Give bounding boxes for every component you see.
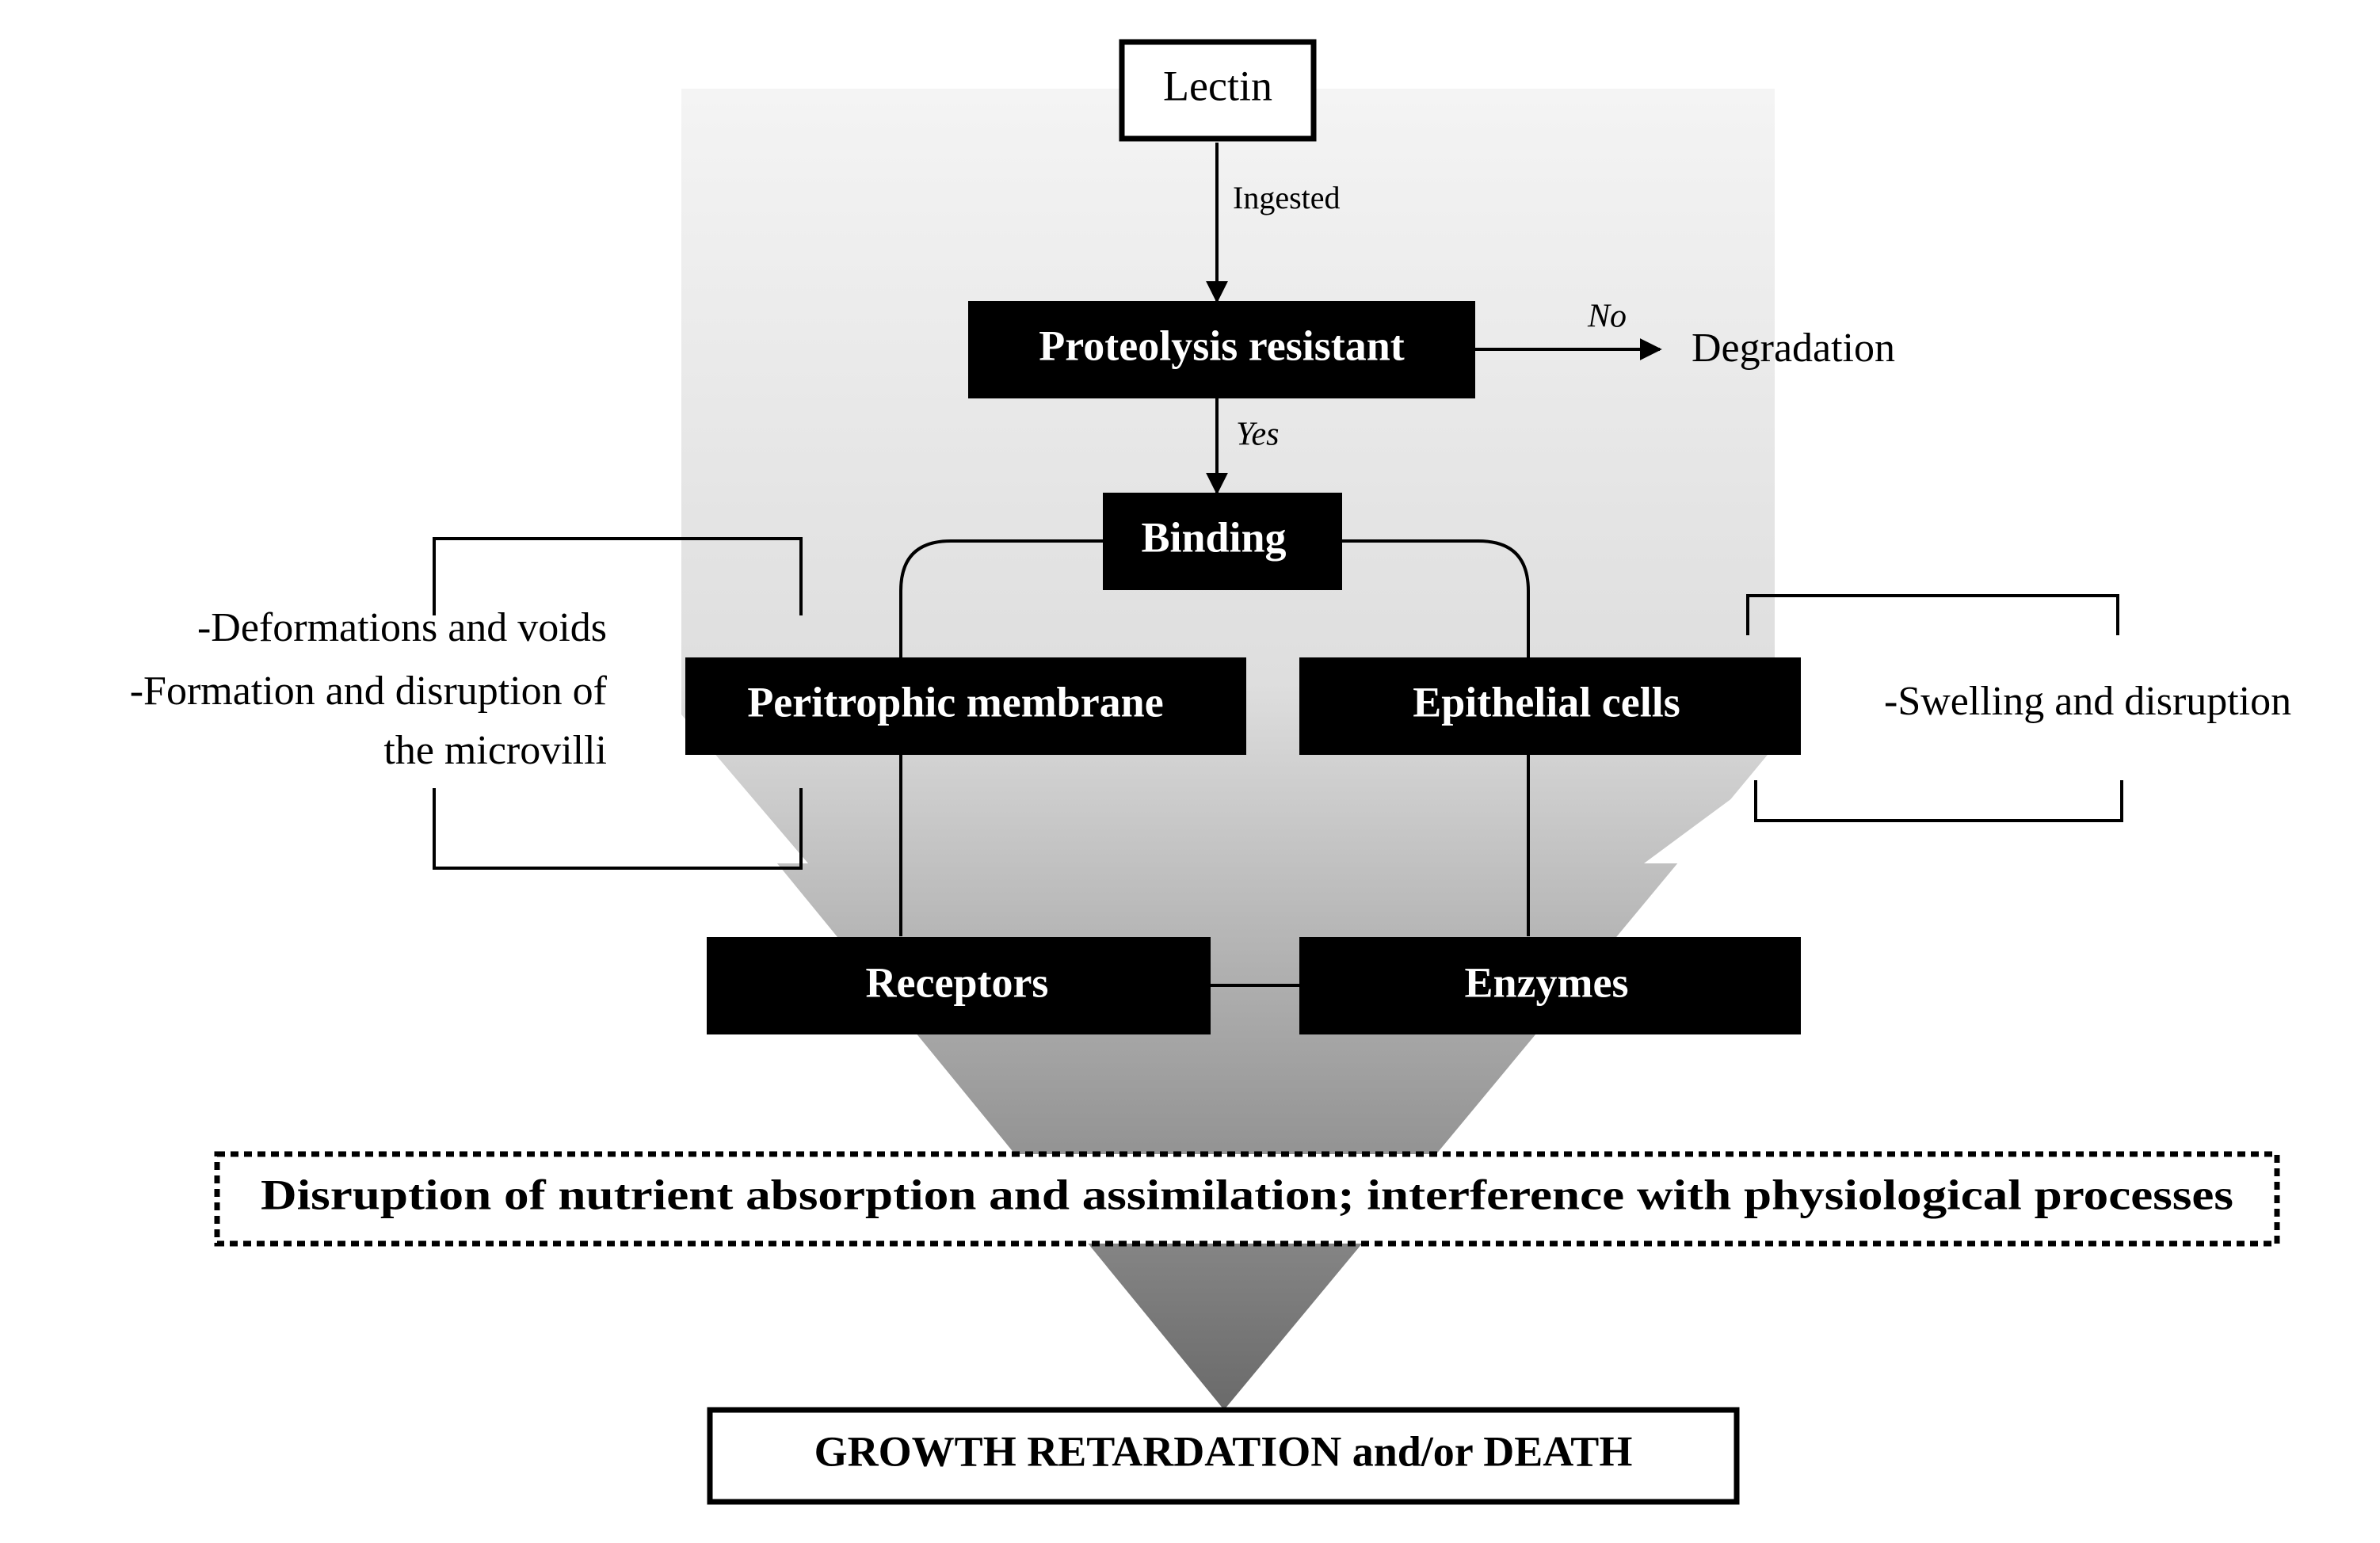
right-bracket-bottom (1754, 780, 2123, 822)
binding-loop-connector (899, 539, 1530, 936)
edge-label-no: No (1587, 299, 1627, 335)
right-bracket-top (1746, 594, 2119, 635)
node-proteolysis-resistant: Proteolysis resistant (968, 301, 1475, 398)
annotation-left-line-1: -Deformations and voids (197, 605, 607, 650)
node-lectin-label: Lectin (1163, 62, 1272, 109)
node-outcome: GROWTH RETARDATION and/or DEATH (707, 1407, 1740, 1505)
node-receptors-label: Receptors (866, 958, 1049, 1006)
node-disruption: Disruption of nutrient absorption and as… (214, 1151, 2280, 1247)
edge-label-ingested: Ingested (1233, 180, 1341, 215)
funnel-left-trim (681, 89, 808, 863)
node-receptors: Receptors (707, 937, 1211, 1034)
node-peritrophic-label: Peritrophic membrane (747, 678, 1163, 726)
node-peritrophic-membrane: Peritrophic membrane (685, 657, 1246, 755)
left-bracket (433, 537, 803, 615)
annotation-left: -Deformations and voids -Formation and d… (130, 605, 608, 773)
node-epithelial-label: Epithelial cells (1413, 678, 1680, 726)
node-degradation: Degradation (1692, 326, 1895, 371)
node-outcome-label: GROWTH RETARDATION and/or DEATH (814, 1427, 1633, 1475)
annotation-left-line-2: -Formation and disruption of (130, 669, 608, 714)
left-bracket-bottom (433, 788, 803, 870)
node-binding: Binding (1103, 493, 1342, 590)
node-binding-label: Binding (1141, 513, 1286, 561)
edge-label-yes: Yes (1236, 417, 1280, 453)
node-enzymes: Enzymes (1299, 937, 1801, 1034)
annotation-left-line-3: the microvilli (383, 728, 607, 773)
funnel-right-trim (1644, 89, 1775, 863)
node-disruption-label: Disruption of nutrient absorption and as… (261, 1171, 2233, 1218)
node-enzymes-label: Enzymes (1465, 958, 1629, 1006)
annotation-right: -Swelling and disruption (1884, 679, 2291, 724)
node-epithelial-cells: Epithelial cells (1299, 657, 1801, 755)
node-proteolysis-label: Proteolysis resistant (1039, 322, 1404, 369)
node-lectin: Lectin (1119, 39, 1317, 142)
